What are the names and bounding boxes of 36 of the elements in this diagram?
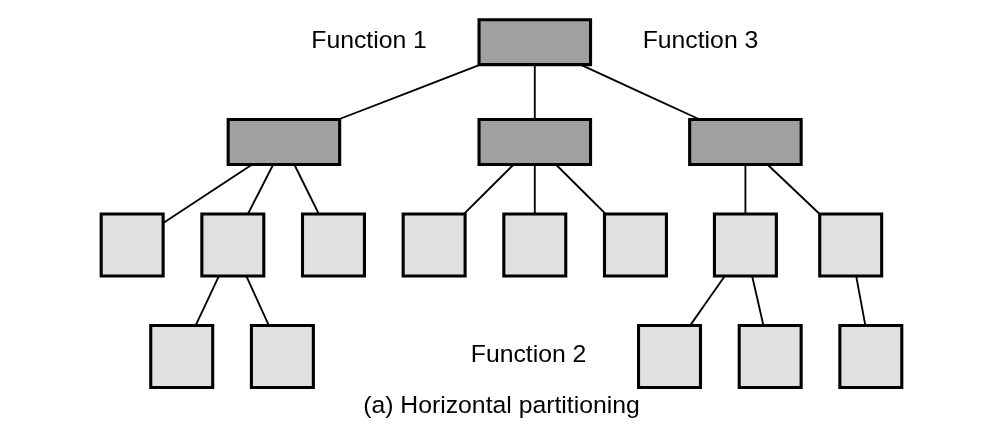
connector	[246, 163, 274, 215]
node-box	[199, 212, 265, 278]
node-box	[477, 18, 592, 67]
connector	[743, 163, 746, 215]
connector	[293, 163, 320, 215]
node-box	[602, 212, 668, 278]
label: Function 1	[310, 26, 427, 54]
node-box	[737, 323, 803, 390]
label: Function 3	[642, 26, 758, 54]
connector	[579, 63, 701, 121]
connector	[766, 163, 821, 215]
connector	[854, 275, 866, 327]
node-box	[817, 212, 883, 278]
connector	[462, 163, 514, 215]
connector	[244, 275, 270, 327]
connector	[533, 163, 536, 215]
node-box	[477, 118, 592, 167]
connector	[194, 275, 220, 327]
connector	[554, 163, 606, 215]
node-box	[712, 212, 778, 278]
connector	[688, 275, 726, 327]
node-box	[300, 212, 366, 278]
label: Function 2	[470, 340, 586, 368]
node-box	[501, 212, 567, 278]
node-box	[401, 212, 467, 278]
caption: (a) Horizontal partitioning	[362, 391, 640, 419]
connector	[161, 163, 253, 224]
node-box	[636, 323, 702, 390]
node-box	[99, 212, 165, 278]
node-box	[226, 118, 341, 167]
connector	[533, 63, 536, 121]
node-box	[148, 323, 214, 390]
node-box	[837, 323, 903, 390]
node-box	[687, 118, 803, 167]
connector	[750, 275, 764, 327]
node-box	[249, 323, 315, 390]
